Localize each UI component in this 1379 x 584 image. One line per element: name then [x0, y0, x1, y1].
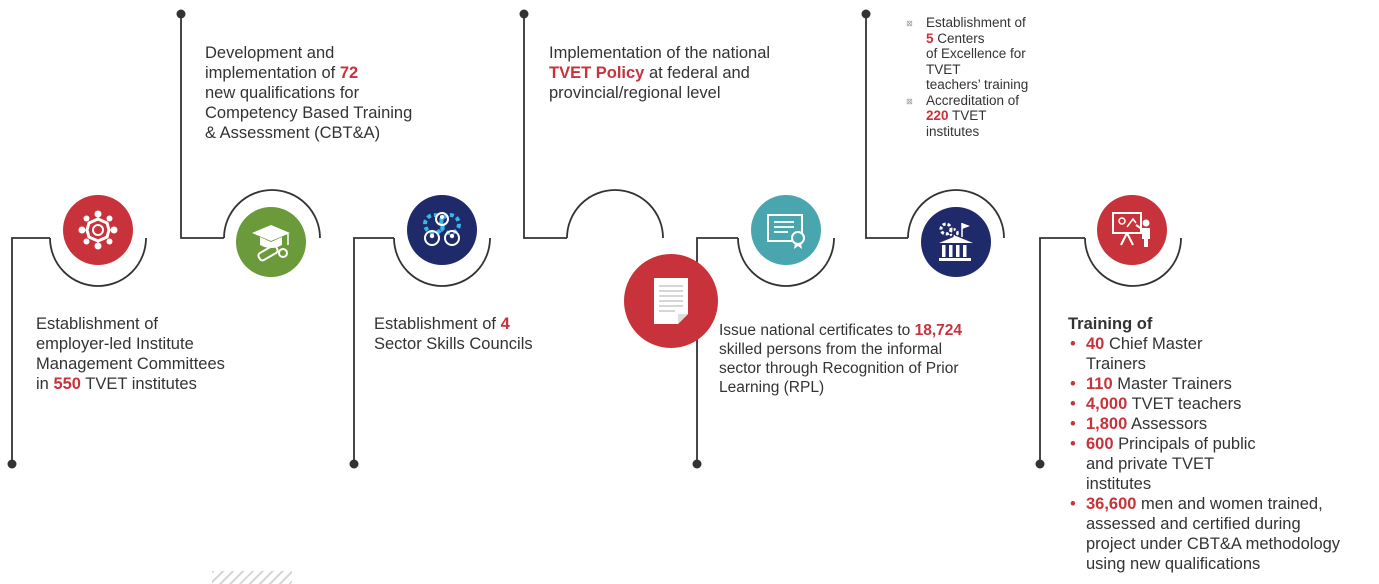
highlight-value: 36,600	[1086, 495, 1137, 513]
text-segment: TVET	[948, 108, 987, 123]
certificate-icon	[767, 214, 805, 249]
text-segment: Establishment of	[374, 315, 501, 333]
document-icon	[654, 278, 688, 324]
highlight-value: 18,724	[914, 322, 962, 339]
trainer-icon	[1112, 212, 1150, 247]
highlight-value: 72	[339, 64, 359, 82]
decorative-hatch	[212, 571, 292, 584]
graduation-cap-icon	[252, 225, 290, 262]
milestone-7-item: 600 Principals of public and private TVET…	[1068, 434, 1340, 494]
milestone-7-heading: Training of	[1068, 315, 1153, 333]
gear-people-icon	[423, 212, 461, 246]
highlight-value: 4,000	[1086, 395, 1128, 413]
text-segment: provincial/regional level	[549, 84, 721, 102]
milestone-2-icon-circle	[236, 207, 306, 277]
milestone-7-item: 36,600 men and women trained, assessed an…	[1068, 494, 1340, 574]
text-segment: Development and	[205, 44, 335, 62]
text-segment: Sector Skills Councils	[374, 335, 533, 353]
text-segment: implementation of	[205, 64, 340, 82]
highlight-value: TVET Policy	[549, 64, 645, 82]
text-segment: using new qualifications	[1086, 555, 1261, 573]
text-segment: Master Trainers	[1112, 375, 1232, 393]
text-segment: Establishment of	[36, 315, 158, 333]
text-segment: TVET teachers	[1127, 395, 1242, 413]
milestone-7-icon-circle	[1097, 195, 1167, 265]
text-segment: Implementation of the national	[549, 44, 771, 62]
text-segment: at federal and	[644, 64, 750, 82]
text-segment: TVET	[926, 61, 961, 77]
text-segment: skilled persons from the informal	[719, 341, 943, 358]
text-segment: Accreditation of	[926, 92, 1020, 108]
text-segment: institutes	[1086, 475, 1152, 493]
text-segment: TVET institutes	[80, 375, 197, 393]
milestone-7-item: 1,800 Assessors	[1068, 414, 1340, 434]
highlight-value: 5	[926, 30, 934, 46]
text-segment: Management Committees	[36, 355, 225, 373]
highlight-value: 220	[926, 108, 949, 123]
milestone-7-item: 4,000 TVET teachers	[1068, 394, 1340, 414]
highlight-value: 1,800	[1086, 415, 1128, 433]
text-segment: men and women trained,	[1136, 495, 1323, 513]
text-segment: project under CBT&A methodology	[1086, 535, 1341, 553]
highlight-value: 40	[1086, 335, 1105, 353]
milestone-6-icon-circle	[921, 207, 991, 277]
text-segment: assessed and certified during	[1086, 515, 1301, 533]
highlight-value: 550	[53, 375, 81, 393]
text-segment: and private TVET	[1086, 455, 1215, 473]
text-segment: sector through Recognition of Prior	[719, 360, 959, 377]
text-segment: Trainers	[1086, 355, 1146, 373]
text-segment: Chief Master	[1104, 335, 1203, 353]
text-segment: Establishment of	[926, 15, 1026, 30]
text-segment: Centers	[933, 30, 985, 46]
highlight-value: 110	[1086, 375, 1113, 393]
text-segment: & Assessment (CBT&A)	[205, 124, 381, 142]
text-segment: employer-led Institute	[36, 335, 194, 353]
highlight-value: 600	[1086, 435, 1114, 453]
text-segment: Competency Based Training	[205, 104, 413, 122]
highlight-value: 4	[500, 315, 510, 333]
text-segment: Learning (RPL)	[719, 379, 825, 396]
text-segment: in	[36, 375, 54, 393]
milestone-5-icon-circle	[751, 195, 821, 265]
milestone-2-text: Development and implementation of 72 new q…	[205, 43, 412, 143]
institution-icon	[939, 222, 973, 261]
text-segment: teachers’ training	[926, 77, 1029, 92]
text-segment: institutes	[926, 123, 980, 139]
milestone-1-icon-circle	[63, 195, 133, 265]
text-segment: of Excellence for	[926, 46, 1026, 61]
people-network-icon	[78, 210, 118, 250]
text-segment: Principals of public	[1113, 435, 1256, 453]
milestone-5-text: Issue national certificates to 18,724 ski…	[719, 321, 962, 397]
milestone-4-icon-circle	[624, 254, 718, 348]
milestone-7-block: Training of 40 Chief MasterTrainers110 M…	[1068, 314, 1340, 574]
text-segment: Issue national certificates to	[719, 322, 915, 339]
milestone-3-icon-circle	[407, 195, 477, 265]
text-segment: Assessors	[1127, 415, 1208, 433]
text-segment: new qualifications for	[205, 84, 360, 102]
milestone-7-item: 110 Master Trainers	[1068, 374, 1340, 394]
